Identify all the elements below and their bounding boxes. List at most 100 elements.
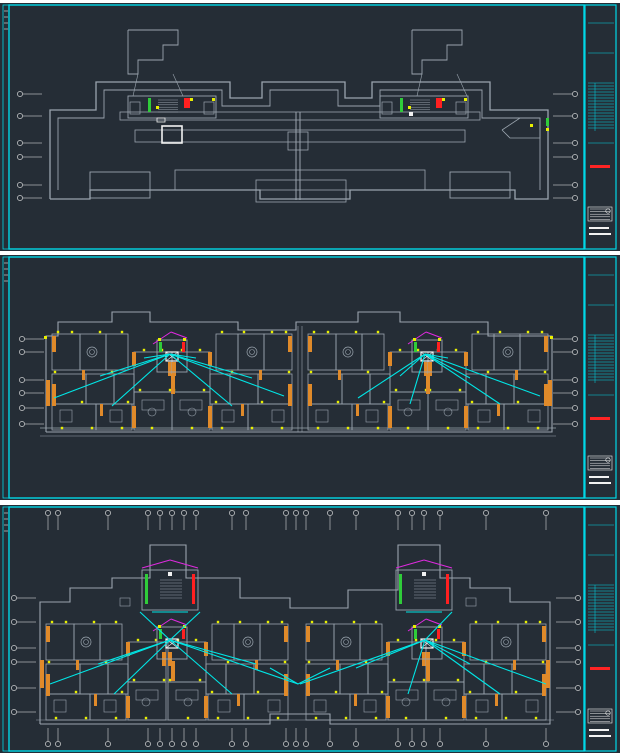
axis-bubble-icon	[45, 510, 51, 516]
axis-bubble-icon	[17, 195, 23, 201]
fire-riser-symbol	[192, 574, 195, 604]
drainage-pipe	[97, 639, 171, 665]
structural-column	[544, 336, 548, 352]
axis-bubble-icon	[572, 113, 578, 119]
structural-column	[306, 674, 310, 696]
gas-pipe	[169, 559, 199, 569]
axis-bubble-icon	[19, 349, 25, 355]
fixture-mark	[534, 716, 538, 720]
round-fixture	[86, 346, 98, 358]
sheet-background	[0, 255, 620, 500]
drainage-pipe	[169, 611, 201, 641]
fixture-mark	[212, 98, 215, 101]
fixture-mark	[326, 330, 330, 334]
structural-column	[241, 404, 244, 416]
fixture-mark	[444, 716, 448, 720]
structural-column	[132, 406, 136, 428]
room-wall	[359, 623, 383, 661]
axis-bubble-icon	[45, 741, 51, 747]
fixture-mark	[382, 400, 386, 404]
fire-riser-symbol	[437, 629, 440, 639]
fixture-mark	[210, 690, 214, 694]
fixture-mark	[220, 426, 224, 430]
stair-tower-roof	[411, 29, 463, 75]
sheet-background	[0, 3, 620, 251]
fixture-mark	[104, 660, 108, 664]
fixture-mark	[198, 348, 202, 352]
axis-bubble-icon	[575, 659, 581, 665]
drainage-pipe	[409, 353, 426, 405]
sheet-ground-floor-plan[interactable]	[0, 505, 620, 753]
axis-bubble-icon	[11, 659, 17, 665]
axis-bubble-icon	[572, 140, 578, 146]
fixture-mark	[456, 678, 460, 682]
gas-pipe	[425, 331, 443, 339]
fixture-mark	[214, 400, 218, 404]
round-fixture	[403, 407, 413, 417]
core-outline	[379, 95, 469, 119]
fixture-mark	[344, 716, 348, 720]
bed-furniture	[267, 699, 281, 713]
sheet-typical-floor-plan[interactable]	[0, 255, 620, 500]
structural-column	[428, 362, 432, 376]
stair-enclosure	[141, 569, 199, 611]
entrance-canopy	[255, 179, 347, 203]
signature-line	[589, 729, 609, 731]
floor-outline	[39, 544, 551, 725]
drainage-pipe	[424, 639, 547, 685]
axis-bubble-icon	[421, 510, 427, 516]
stair-enclosure	[395, 569, 453, 611]
drainage-pipe	[424, 353, 471, 379]
roof-drain-box	[287, 131, 309, 151]
fixture-mark	[56, 330, 60, 334]
bed-furniture	[109, 409, 123, 423]
fixture-mark	[514, 690, 518, 694]
water-pipe-riser	[399, 574, 402, 604]
riser-symbol-icon	[168, 572, 172, 576]
fixture-mark	[543, 370, 547, 374]
structural-column	[308, 336, 312, 352]
water-pipe-riser	[159, 629, 162, 639]
sofa-furniture	[433, 689, 457, 701]
pump-box	[465, 597, 477, 607]
sheet-roof-plan[interactable]	[0, 3, 620, 251]
axis-bubble-icon	[293, 741, 299, 747]
drainage-pipe	[424, 611, 453, 641]
structural-column	[46, 626, 50, 642]
fixture-mark	[168, 388, 172, 392]
fixture-mark	[530, 124, 533, 127]
bed-furniture	[53, 699, 67, 713]
roof-hatch	[161, 125, 183, 144]
axis-bubble-icon	[17, 91, 23, 97]
fixture-mark	[60, 426, 64, 430]
fixture-mark	[314, 716, 318, 720]
round-fixture	[183, 697, 193, 707]
structural-column	[426, 661, 430, 681]
axis-bubble-icon	[11, 685, 17, 691]
round-fixture	[89, 349, 95, 355]
sofa-furniture	[397, 399, 421, 411]
gas-pipe	[170, 331, 188, 339]
structural-column	[388, 406, 392, 428]
structural-column	[204, 642, 208, 656]
vent-box	[381, 101, 393, 115]
fixture-mark	[468, 690, 472, 694]
axis-bubble-icon	[572, 349, 578, 355]
structural-column	[171, 374, 175, 394]
tower-leader	[416, 73, 423, 97]
pump-box	[119, 597, 131, 607]
axis-bubble-icon	[353, 510, 359, 516]
fixture-mark	[168, 678, 172, 682]
fixture-mark	[516, 400, 520, 404]
riser-symbol-icon	[422, 572, 426, 576]
sofa-furniture	[179, 399, 203, 411]
drainage-pipe	[299, 639, 426, 685]
axis-bubble-icon	[193, 510, 199, 516]
axis-bubble-icon	[157, 741, 163, 747]
structural-column	[94, 694, 97, 706]
bed-furniture	[59, 409, 73, 423]
axis-bubble-icon	[169, 510, 175, 516]
structural-column	[288, 384, 292, 406]
